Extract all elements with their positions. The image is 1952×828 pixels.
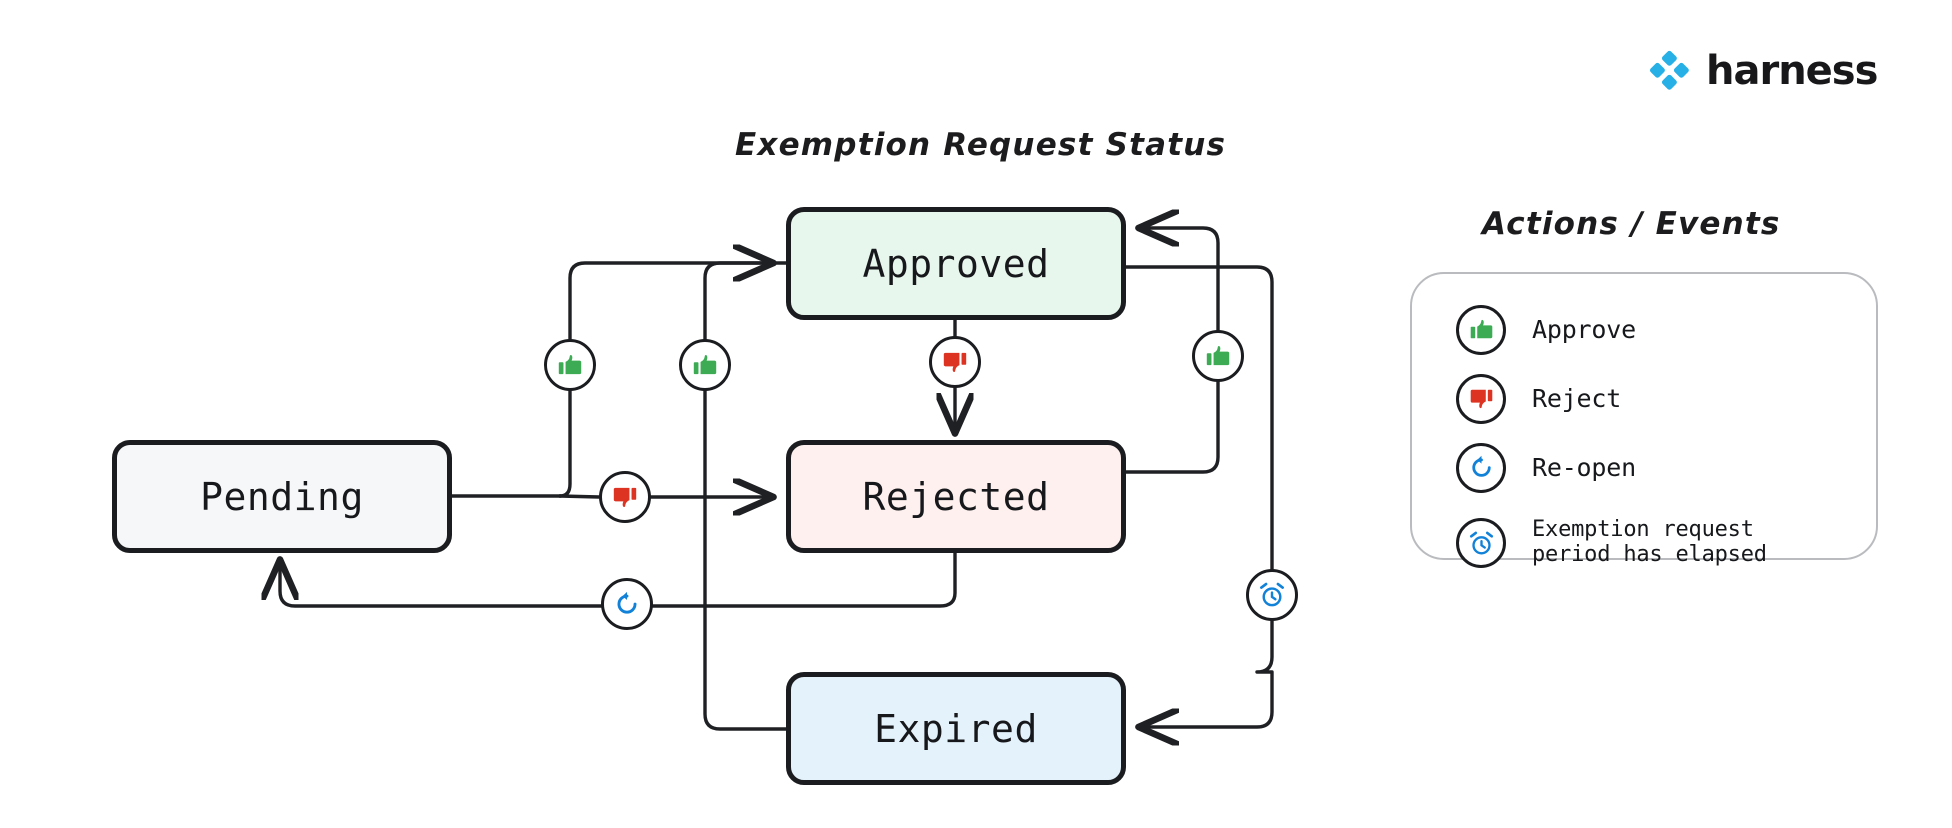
legend-approve-icon-wrap bbox=[1456, 304, 1506, 355]
legend-item-reject: Reject bbox=[1456, 369, 1876, 428]
harness-wordmark: harness bbox=[1706, 48, 1878, 94]
thumbs-down-icon bbox=[613, 487, 637, 508]
legend-card: Approve Reject Re-open bbox=[1410, 272, 1878, 568]
thumbs-up-icon bbox=[693, 354, 717, 375]
edge-approved-to-expired-b bbox=[1140, 619, 1274, 727]
edge-rejected-to-approved-b bbox=[1140, 228, 1220, 332]
edge-badge-elapsed-approved-expired[interactable] bbox=[1246, 569, 1298, 621]
legend-title: Actions / Events bbox=[1482, 206, 1781, 242]
edge-expired-to-approved-b bbox=[703, 261, 792, 341]
legend-label-approve: Approve bbox=[1532, 314, 1636, 344]
reopen-icon bbox=[1471, 455, 1491, 477]
alarm-clock-icon bbox=[1469, 531, 1493, 554]
legend-item-reopen: Re-open bbox=[1456, 438, 1876, 497]
alarm-clock-icon bbox=[1260, 582, 1284, 607]
state-node-pending[interactable]: Pending bbox=[112, 440, 452, 553]
diagram-title: Exemption Request Status bbox=[735, 127, 1227, 163]
thumbs-up-icon bbox=[1470, 319, 1492, 339]
edge-badge-reject-pending-rejected[interactable] bbox=[599, 471, 651, 523]
legend-alarm-icon-wrap bbox=[1456, 518, 1506, 568]
edge-rejected-to-approved-a bbox=[1124, 380, 1220, 474]
edge-badge-reject-approved-rejected[interactable] bbox=[929, 336, 981, 388]
edge-rejected-to-pending-a bbox=[651, 551, 957, 608]
state-node-approved[interactable]: Approved bbox=[786, 207, 1126, 320]
legend-item-elapsed: Exemption request period has elapsed bbox=[1456, 507, 1876, 579]
edge-badge-approve-expired-approved[interactable] bbox=[679, 339, 731, 391]
edge-badge-approve-pending-approved[interactable] bbox=[544, 339, 596, 391]
reopen-icon bbox=[617, 591, 637, 614]
legend-reopen-icon-wrap bbox=[1456, 442, 1506, 493]
harness-logo: harness bbox=[1650, 48, 1878, 94]
thumbs-up-icon bbox=[558, 354, 582, 375]
edge-expired-to-approved-a bbox=[703, 389, 788, 731]
edge-pending-to-rejected-a bbox=[558, 494, 601, 499]
edge-rejected-to-pending-b bbox=[280, 561, 603, 608]
legend-label-elapsed: Exemption request period has elapsed bbox=[1532, 517, 1767, 567]
thumbs-up-icon bbox=[1206, 345, 1230, 366]
legend-label-reject: Reject bbox=[1532, 383, 1622, 413]
harness-diamond-logo-icon bbox=[1650, 50, 1689, 90]
edge-pending-to-approved-2 bbox=[568, 263, 772, 341]
state-node-expired[interactable]: Expired bbox=[786, 672, 1126, 785]
edge-badge-approve-rejected-approved[interactable] bbox=[1192, 330, 1244, 382]
state-node-rejected[interactable]: Rejected bbox=[786, 440, 1126, 553]
thumbs-down-icon bbox=[943, 352, 967, 373]
legend-reject-icon-wrap bbox=[1456, 373, 1506, 424]
edge-approved-to-expired-a bbox=[1124, 265, 1274, 571]
legend-item-approve: Approve bbox=[1456, 300, 1876, 359]
edge-badge-reopen-rejected-pending[interactable] bbox=[601, 578, 653, 630]
legend-label-reopen: Re-open bbox=[1532, 452, 1636, 482]
thumbs-down-icon bbox=[1470, 389, 1492, 409]
